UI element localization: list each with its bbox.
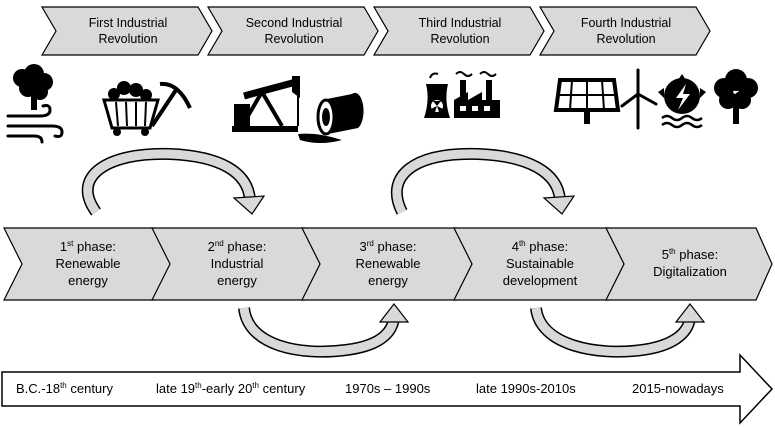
revolution-label-4: Fourth Industrial Revolution (580, 16, 672, 46)
revolution-chevron-4 (538, 6, 711, 56)
phase-label-3: 3rd phase: Renewable energy (355, 239, 421, 288)
phase-label-1: 1st phase: Renewable energy (55, 239, 121, 288)
revolution-label-1: First Industrial Revolution (88, 16, 168, 46)
phase-label-2: 2nd phase: Industrial energy (207, 239, 267, 288)
transition-arrow-3-4 (390, 147, 576, 215)
factory-icon (454, 71, 500, 118)
transition-arrow-2-3 (238, 303, 410, 358)
period-2: late 19th-early 20th century (156, 381, 306, 396)
phase-label-5: 5th phase: Digitalization (653, 247, 727, 279)
oil-pump-icon (232, 76, 300, 132)
period-4: late 1990s-2010s (476, 381, 576, 396)
phase-chevron-5 (605, 227, 773, 301)
period-1: B.C.-18th century (16, 381, 113, 396)
tree-icon (714, 69, 758, 124)
revolution-label-2: Second Industrial Revolution (245, 16, 343, 46)
period-3: 1970s – 1990s (345, 381, 431, 396)
phase-label-4: 4th phase: Sustainable development (502, 239, 578, 288)
wind-turbine-icon (620, 68, 658, 130)
revolution-chevron-2 (206, 6, 379, 56)
transition-arrow-4-5 (530, 303, 706, 358)
oil-barrel-icon (298, 92, 364, 143)
revolution-label-3: Third Industrial Revolution (418, 16, 502, 46)
tree-icon (13, 64, 53, 110)
nuclear-plant-icon (424, 72, 450, 118)
period-5: 2015-nowadays (632, 381, 724, 396)
timeline-arrow (1, 353, 774, 425)
hydro-power-icon (658, 74, 706, 129)
wind-icon (6, 104, 64, 144)
coal-cart-icon (102, 81, 160, 136)
solar-panel-icon (553, 78, 621, 124)
transition-arrow-1-2 (81, 147, 266, 216)
pickaxe-icon (150, 81, 192, 128)
revolution-chevron-1 (40, 6, 213, 56)
revolution-chevron-3 (372, 6, 545, 56)
